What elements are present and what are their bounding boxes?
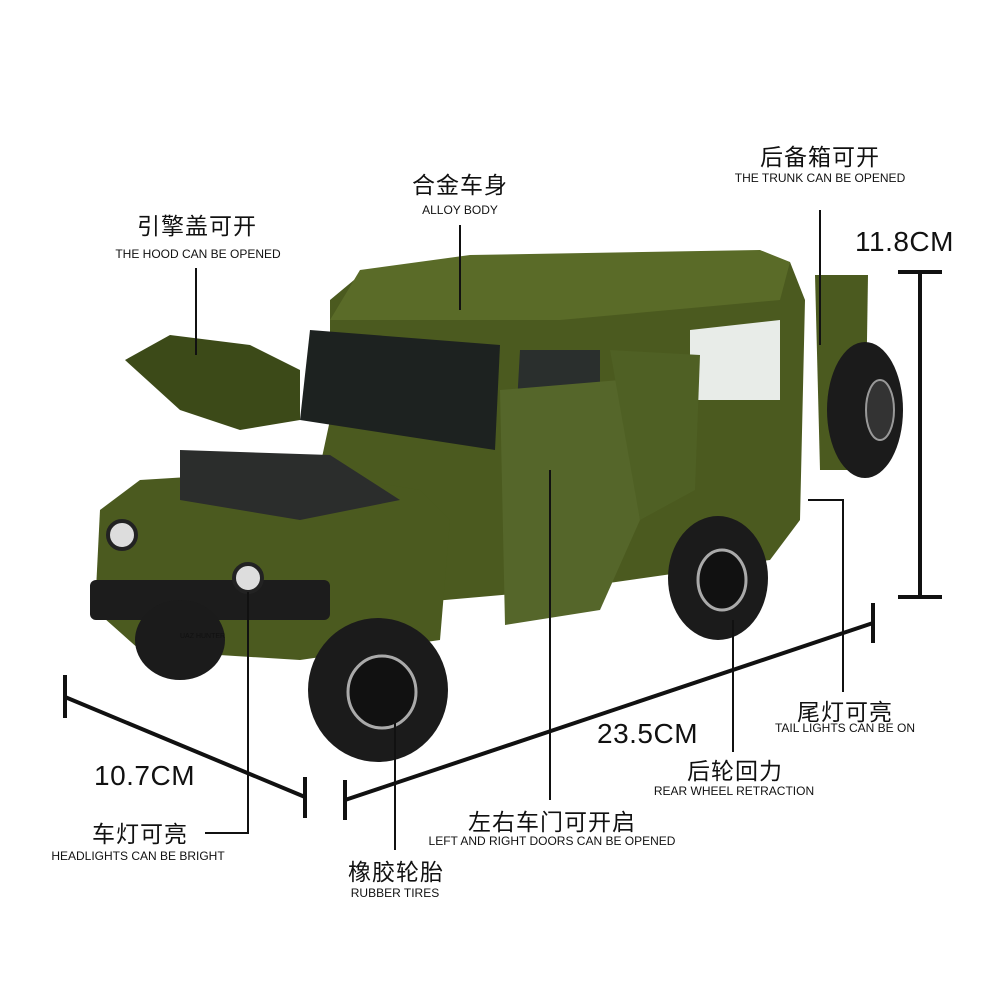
headlight-right bbox=[232, 562, 264, 594]
dimension-lines bbox=[63, 270, 942, 820]
rear-wheel-callout-cn: 后轮回力 bbox=[687, 759, 783, 785]
headlight-left bbox=[106, 519, 138, 551]
width-dimension: 10.7CM bbox=[94, 760, 196, 791]
rear-window bbox=[690, 320, 780, 400]
headlights-callout-cn: 车灯可亮 bbox=[92, 822, 188, 848]
tires-callout-en: RUBBER TIRES bbox=[350, 886, 440, 900]
height-dimension: 11.8CM bbox=[855, 226, 954, 257]
tail-callout-cn: 尾灯可亮 bbox=[797, 700, 893, 726]
length-dimension: 23.5CM bbox=[597, 718, 699, 749]
rear-wheel-callout-en: REAR WHEEL RETRACTION bbox=[653, 784, 815, 798]
trunk-callout-cn: 后备箱可开 bbox=[760, 145, 880, 171]
roof bbox=[330, 250, 790, 320]
hood-callout-en: THE HOOD CAN BE OPENED bbox=[115, 247, 281, 261]
engine bbox=[180, 450, 400, 520]
front-bumper bbox=[90, 580, 330, 620]
windshield bbox=[300, 330, 500, 450]
doors-callout-cn: 左右车门可开启 bbox=[468, 810, 636, 836]
front-left-tire bbox=[135, 600, 225, 680]
car-model bbox=[90, 250, 903, 762]
body-callout-cn: 合金车身 bbox=[412, 173, 508, 199]
license-plate: UAZ HUNTER bbox=[180, 633, 226, 640]
open-door-rear bbox=[610, 350, 700, 520]
headlights-callout-en: HEADLIGHTS CAN BE BRIGHT bbox=[51, 849, 225, 863]
tires-callout-cn: 橡胶轮胎 bbox=[348, 860, 444, 886]
doors-callout-en: LEFT AND RIGHT DOORS CAN BE OPENED bbox=[428, 834, 676, 848]
body-callout-en: ALLOY BODY bbox=[422, 203, 498, 217]
open-hood bbox=[125, 335, 300, 430]
tail-callout-en: TAIL LIGHTS CAN BE ON bbox=[774, 721, 916, 735]
leader-lines bbox=[195, 210, 844, 850]
trunk-callout-en: THE TRUNK CAN BE OPENED bbox=[734, 171, 906, 185]
hood-callout-cn: 引擎盖可开 bbox=[137, 214, 257, 240]
open-door-front bbox=[500, 380, 640, 625]
